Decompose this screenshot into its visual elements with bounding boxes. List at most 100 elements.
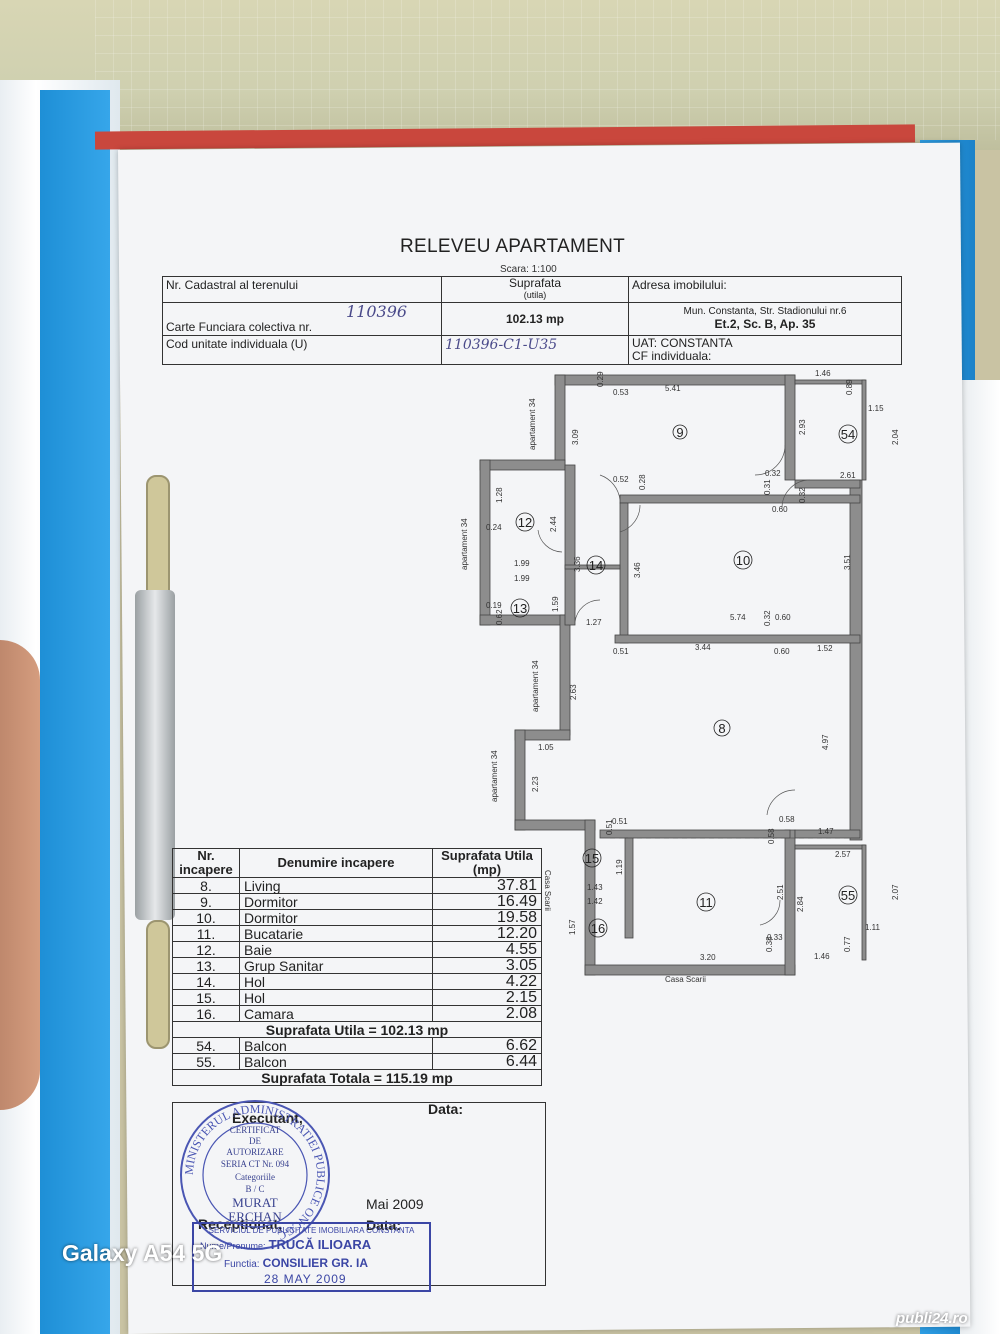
svg-text:1.52: 1.52	[817, 644, 833, 653]
svg-text:1.28: 1.28	[495, 487, 504, 503]
rooms-table: Nr. incapere Denumire incapere Suprafata…	[172, 848, 542, 1086]
room-number-13: 13	[513, 601, 527, 616]
svg-text:2.51: 2.51	[776, 884, 785, 900]
svg-text:0.32: 0.32	[798, 487, 807, 503]
svg-text:1.42: 1.42	[587, 897, 603, 906]
svg-text:SERIA CT Nr. 094: SERIA CT Nr. 094	[221, 1159, 290, 1169]
authorization-stamp: MINISTERUL ADMINISTRATIEI PUBLICE ONCGC …	[180, 1100, 330, 1250]
rooms-table-header: Nr. incapere Denumire incapere Suprafata…	[172, 848, 542, 878]
svg-text:Categoriile: Categoriile	[235, 1172, 275, 1182]
fastener-prong-top	[146, 475, 170, 609]
svg-text:0.24: 0.24	[486, 523, 502, 532]
reception-stamp: SERVICIUL DE PUBLICITATE IMOBILIARA CONS…	[192, 1222, 431, 1292]
reception-stamp-header: SERVICIUL DE PUBLICITATE IMOBILIARA CONS…	[208, 1226, 415, 1235]
svg-text:3.36: 3.36	[573, 556, 582, 572]
svg-text:0.58: 0.58	[767, 828, 776, 844]
svg-text:2.44: 2.44	[549, 516, 558, 532]
stair-label-left: Casa Scarii	[543, 870, 552, 911]
header-row-3: Cod unitate individuala (U) 110396-C1-U3…	[162, 335, 902, 365]
svg-text:0.77: 0.77	[843, 936, 852, 952]
svg-text:ERCHAN: ERCHAN	[228, 1209, 282, 1224]
reception-stamp-date: 28 MAY 2009	[264, 1272, 347, 1286]
document-scale: Scara: 1:100	[500, 264, 557, 275]
svg-text:2.84: 2.84	[796, 896, 805, 912]
svg-text:0.62: 0.62	[495, 609, 504, 625]
svg-text:B / C: B / C	[245, 1184, 264, 1194]
svg-text:0.32: 0.32	[763, 610, 772, 626]
room-number-16: 16	[591, 921, 605, 936]
svg-text:1.27: 1.27	[586, 618, 602, 627]
header-table: Nr. Cadastral al terenului Suprafata (ut…	[162, 276, 902, 365]
uat-cell: UAT: CONSTANTA CF individuala:	[628, 335, 902, 365]
svg-text:0.60: 0.60	[772, 505, 788, 514]
room-numbers: 9 54 12 14 10 13 8 15 11 16 55	[510, 424, 858, 938]
stamp-center-text: CERTIFICAT DE AUTORIZARE SERIA CT Nr. 09…	[221, 1125, 290, 1224]
receptionat-label: Receptionat,	[198, 1216, 283, 1232]
address-label: Adresa imobilului:	[628, 276, 902, 303]
svg-text:0.28: 0.28	[638, 474, 647, 490]
svg-text:0.51: 0.51	[613, 647, 629, 656]
dimension-labels: 0.29 0.53 5.41 1.46 0.89 1.15 3.09 2.93 …	[486, 369, 900, 962]
svg-text:2.07: 2.07	[891, 884, 900, 900]
svg-text:3.20: 3.20	[700, 953, 716, 962]
svg-text:0.29: 0.29	[596, 371, 605, 387]
svg-text:1.57: 1.57	[568, 919, 577, 935]
area-label: Suprafata (utila)	[441, 276, 629, 303]
camera-watermark: Galaxy A54 5G	[62, 1240, 223, 1266]
svg-text:0.89: 0.89	[845, 379, 854, 395]
svg-text:CERTIFICAT: CERTIFICAT	[230, 1125, 281, 1135]
plan-labels: apartament 34 apartament 34 apartament 3…	[460, 398, 706, 984]
svg-text:1.47: 1.47	[818, 827, 834, 836]
header-row-1: Nr. Cadastral al terenului Suprafata (ut…	[162, 276, 902, 303]
svg-text:1.99: 1.99	[514, 559, 530, 568]
svg-text:MURAT: MURAT	[232, 1195, 278, 1210]
svg-text:2.57: 2.57	[835, 850, 851, 859]
hand-thumb	[0, 640, 40, 1110]
room-number-14: 14	[589, 558, 603, 573]
site-logo: publi24.ro	[896, 1310, 968, 1327]
svg-text:1.99: 1.99	[514, 574, 530, 583]
document-title: RELEVEU APARTAMENT	[400, 236, 626, 257]
svg-text:3.44: 3.44	[695, 643, 711, 652]
subtotal-row: Suprafata Utila = 102.13 mp	[172, 1021, 542, 1038]
col-room-area: Suprafata Utila (mp)	[432, 848, 542, 878]
svg-text:5.41: 5.41	[665, 384, 681, 393]
cadastral-label: Nr. Cadastral al terenului	[162, 276, 442, 303]
svg-text:0.51: 0.51	[605, 819, 614, 835]
total-row: Suprafata Totala = 115.19 mp	[172, 1069, 542, 1086]
svg-text:1.05: 1.05	[538, 743, 554, 752]
folder-spine-left	[40, 90, 110, 1334]
svg-text:4.97: 4.97	[821, 734, 830, 750]
room-number-10: 10	[736, 553, 750, 568]
svg-text:2.93: 2.93	[798, 419, 807, 435]
svg-text:0.58: 0.58	[779, 815, 795, 824]
col-room-name: Denumire incapere	[239, 848, 433, 878]
col-room-number: Nr. incapere	[172, 848, 240, 878]
svg-text:0.60: 0.60	[774, 647, 790, 656]
cutting-mat-grid	[95, 0, 1000, 140]
svg-text:1.11: 1.11	[865, 923, 881, 932]
plan-walls	[479, 374, 867, 976]
svg-text:AUTORIZARE: AUTORIZARE	[226, 1147, 284, 1157]
executant-date-label: Data:	[428, 1101, 464, 1117]
svg-text:3.51: 3.51	[843, 554, 852, 570]
svg-text:0.52: 0.52	[613, 475, 629, 484]
svg-text:2.63: 2.63	[569, 684, 578, 700]
svg-text:2.04: 2.04	[891, 429, 900, 445]
neighbor-label-3: apartament 34	[531, 660, 540, 712]
svg-text:0.19: 0.19	[486, 601, 502, 610]
neighbor-label-2: apartament 34	[460, 518, 469, 570]
room-number-11: 11	[699, 895, 713, 910]
svg-text:3.46: 3.46	[633, 562, 642, 578]
floor-plan: 9 54 12 14 10 13 8 15 11 16 55 apartamen…	[460, 369, 900, 984]
svg-text:2.61: 2.61	[840, 471, 856, 480]
svg-text:3.09: 3.09	[571, 429, 580, 445]
